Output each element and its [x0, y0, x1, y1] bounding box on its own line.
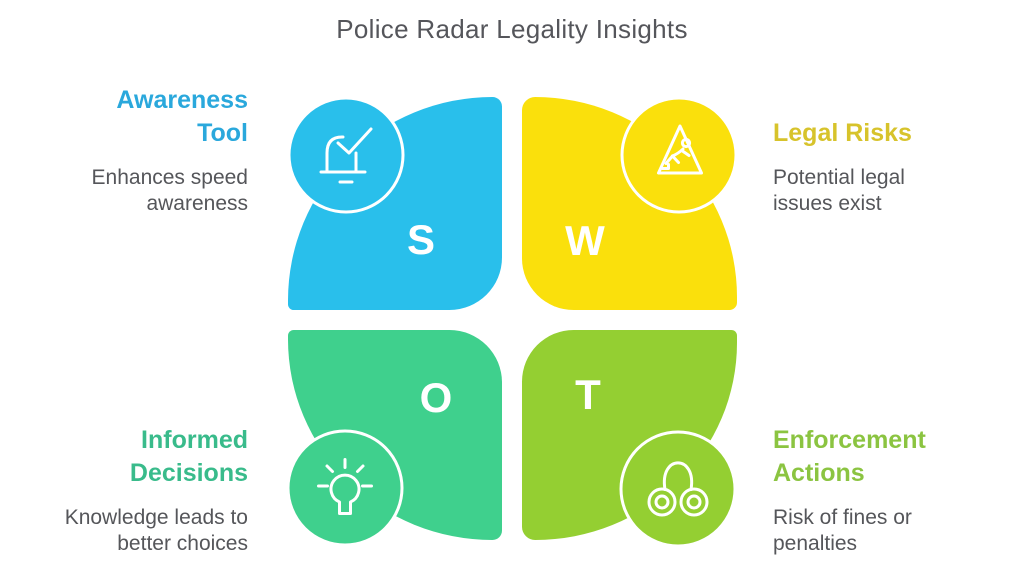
weaknesses-label: Legal Risks Potential legal issues exist	[773, 117, 1024, 217]
lightbulb-idea-icon	[317, 458, 373, 515]
weaknesses-description: Potential legal issues exist	[773, 166, 905, 215]
strengths-description: Enhances speed awareness	[91, 166, 248, 215]
letter-t: T	[575, 371, 601, 418]
threats-icon-circle	[619, 430, 737, 548]
opportunities-description: Knowledge leads to better choices	[64, 506, 248, 555]
opportunities-icon-circle	[286, 429, 404, 547]
letter-w: W	[565, 217, 605, 264]
strengths-heading: Awareness Tool	[116, 86, 248, 147]
opportunities-heading: Informed Decisions	[129, 426, 248, 487]
letter-o: O	[419, 374, 453, 421]
letter-s: S	[406, 216, 436, 263]
strengths-icon-circle	[287, 96, 405, 214]
threats-description: Risk of fines or penalties	[773, 506, 912, 555]
strengths-label: Awareness Tool Enhances speed awareness	[0, 84, 248, 217]
weaknesses-heading: Legal Risks	[773, 119, 912, 147]
warning-slip-icon	[657, 124, 703, 175]
threats-label: Enforcement Actions Risk of fines or pen…	[773, 424, 1024, 557]
weaknesses-icon-circle	[620, 96, 738, 214]
siren-check-icon	[319, 127, 373, 184]
page-title: Police Radar Legality Insights	[336, 14, 688, 44]
handcuffs-icon	[647, 461, 709, 517]
threats-heading: Enforcement Actions	[773, 426, 926, 487]
opportunities-label: Informed Decisions Knowledge leads to be…	[0, 424, 248, 557]
